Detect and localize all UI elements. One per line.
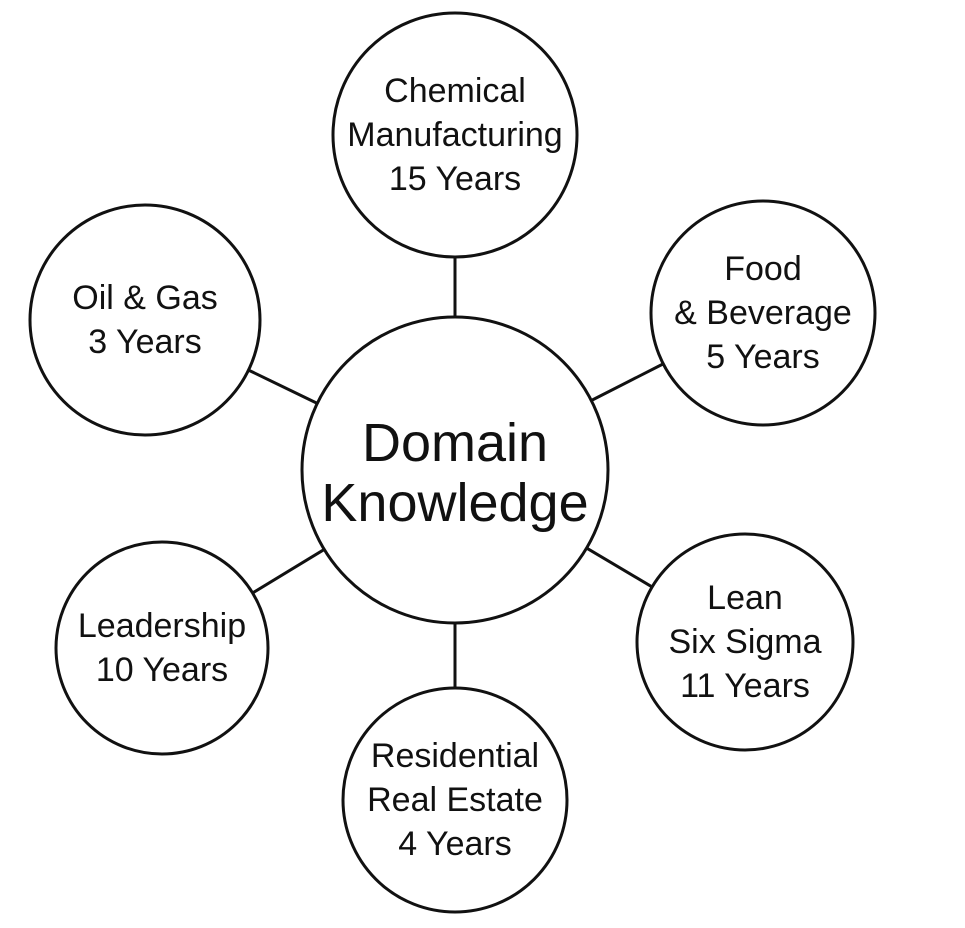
node-residential-real-estate-line-3: 4 Years [398, 825, 511, 863]
node-leadership-line-2: 10 Years [96, 651, 228, 689]
node-oil-gas-line-1: Oil & Gas [72, 279, 217, 317]
node-lean-six-sigma-line-3: 11 Years [680, 667, 810, 705]
node-chemical-manufacturing-line-3: 15 Years [389, 160, 521, 198]
center-line-1: Domain [362, 413, 548, 473]
node-oil-gas: Oil & Gas 3 Years [28, 203, 262, 437]
connector-lean-six-sigma [585, 546, 653, 589]
node-circle-oil-gas [28, 203, 262, 437]
node-food-beverage-line-1: Food [724, 250, 802, 288]
node-food-beverage-line-3: 5 Years [706, 338, 819, 376]
node-circle-residential-real-estate [341, 686, 569, 914]
node-circle-chemical-manufacturing [331, 11, 579, 259]
connector-leadership [251, 548, 326, 595]
node-residential-real-estate-line-2: Real Estate [367, 781, 543, 819]
node-chemical-manufacturing-line-2: Manufacturing [347, 116, 562, 154]
node-circle-leadership [54, 540, 270, 756]
connectors [247, 257, 664, 688]
node-lean-six-sigma-line-1: Lean [707, 579, 783, 617]
center-circle [300, 315, 610, 625]
node-leadership: Leadership 10 Years [54, 540, 270, 756]
node-chemical-manufacturing-line-1: Chemical [384, 72, 526, 110]
node-circle-lean-six-sigma [635, 532, 855, 752]
node-food-beverage-line-2: & Beverage [674, 294, 852, 332]
node-lean-six-sigma-line-2: Six Sigma [668, 623, 821, 661]
center-line-2: Knowledge [321, 473, 588, 533]
node-residential-real-estate-line-1: Residential [371, 737, 539, 775]
node-circle-food-beverage [649, 199, 877, 427]
node-leadership-line-1: Leadership [78, 607, 246, 645]
node-oil-gas-line-2: 3 Years [88, 323, 201, 361]
node-food-beverage: Food & Beverage 5 Years [649, 199, 877, 427]
connector-food-beverage [590, 362, 664, 402]
connector-oil-gas [247, 368, 318, 405]
